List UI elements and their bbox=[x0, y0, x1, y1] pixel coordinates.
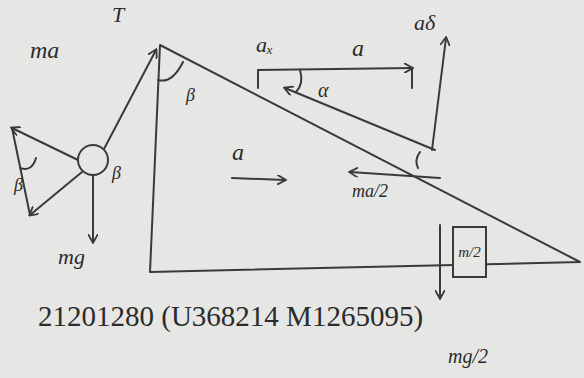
helper-line bbox=[411, 68, 413, 88]
angle-arc bbox=[296, 70, 301, 92]
symbol-label: a bbox=[352, 36, 364, 60]
symbol-label: α bbox=[318, 80, 329, 101]
angle-arc bbox=[158, 62, 183, 81]
symbol-label: mg bbox=[58, 246, 85, 268]
symbol-label: α bbox=[318, 79, 329, 101]
symbol-label: aₓ bbox=[256, 34, 273, 56]
symbol-label: a bbox=[232, 139, 244, 165]
accel-arrow bbox=[258, 68, 412, 70]
accel-arrow bbox=[232, 178, 285, 180]
caption: 21201280 (U368214 M1265095) bbox=[38, 302, 423, 331]
gravity-arrow bbox=[439, 225, 441, 298]
symbol-label: β bbox=[112, 164, 121, 183]
symbol-label: mg/2 bbox=[448, 345, 488, 367]
symbol-label: T bbox=[112, 4, 124, 26]
symbol-label: a bbox=[232, 140, 244, 164]
wedge bbox=[150, 45, 580, 272]
symbol-label: ma bbox=[30, 37, 59, 63]
block-mass: m/2 bbox=[452, 226, 487, 278]
symbol-label: aₓ bbox=[256, 32, 273, 57]
symbol-label: β bbox=[14, 176, 23, 195]
accel-arrow bbox=[432, 38, 446, 150]
symbol-label: ma bbox=[30, 38, 59, 62]
helper-line bbox=[257, 70, 259, 88]
angle-arc bbox=[20, 158, 36, 169]
symbol-label: β bbox=[186, 85, 195, 105]
symbol-label: mg bbox=[58, 244, 85, 269]
relative-accel-arrow bbox=[285, 88, 435, 150]
symbol-label: aδ bbox=[414, 10, 435, 35]
tension-arrow bbox=[104, 50, 156, 149]
symbol-label: ma/2 bbox=[352, 182, 388, 201]
block-label: m/2 bbox=[458, 244, 481, 261]
symbol-label: ma/2 bbox=[352, 181, 388, 201]
symbol-label: β bbox=[14, 175, 23, 195]
symbol-label: aδ bbox=[414, 12, 435, 34]
helper-line bbox=[12, 128, 30, 215]
gravity-arrow bbox=[92, 175, 94, 242]
force-arrow bbox=[12, 128, 78, 160]
caption: 21201280 (U368214 M1265095) bbox=[38, 300, 423, 332]
symbol-label: β bbox=[112, 163, 121, 183]
angle-arc bbox=[416, 152, 420, 168]
symbol-label: β bbox=[186, 86, 195, 105]
force-arrow bbox=[30, 172, 82, 215]
symbol-label: T bbox=[112, 2, 124, 27]
force-arrow bbox=[350, 172, 440, 178]
symbol-label: mg/2 bbox=[448, 346, 488, 367]
symbol-label: a bbox=[352, 35, 364, 61]
